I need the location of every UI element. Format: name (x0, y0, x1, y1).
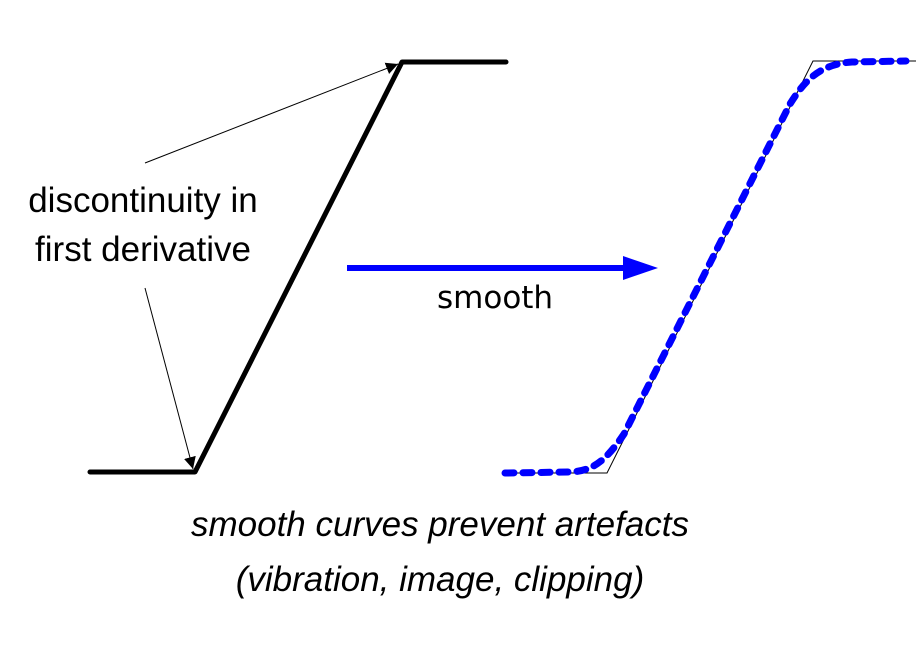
discontinuity-annotation: discontinuity in first derivative (0, 176, 293, 274)
annotation-line-1: discontinuity in (28, 181, 258, 220)
smooth-label: smooth (437, 280, 554, 316)
pointer-bottom-corner (144, 287, 196, 470)
piecewise-linear-curve (87, 59, 509, 475)
caption-line-1: smooth curves prevent artefacts (191, 505, 689, 544)
annotation-line-2: first derivative (35, 230, 251, 269)
caption: smooth curves prevent artefacts (vibrati… (0, 497, 900, 607)
pointer-top-corner (144, 62, 399, 164)
caption-line-2: (vibration, image, clipping) (235, 560, 645, 599)
smooth-arrow-head (623, 256, 658, 280)
smoothed-curve (501, 57, 910, 477)
